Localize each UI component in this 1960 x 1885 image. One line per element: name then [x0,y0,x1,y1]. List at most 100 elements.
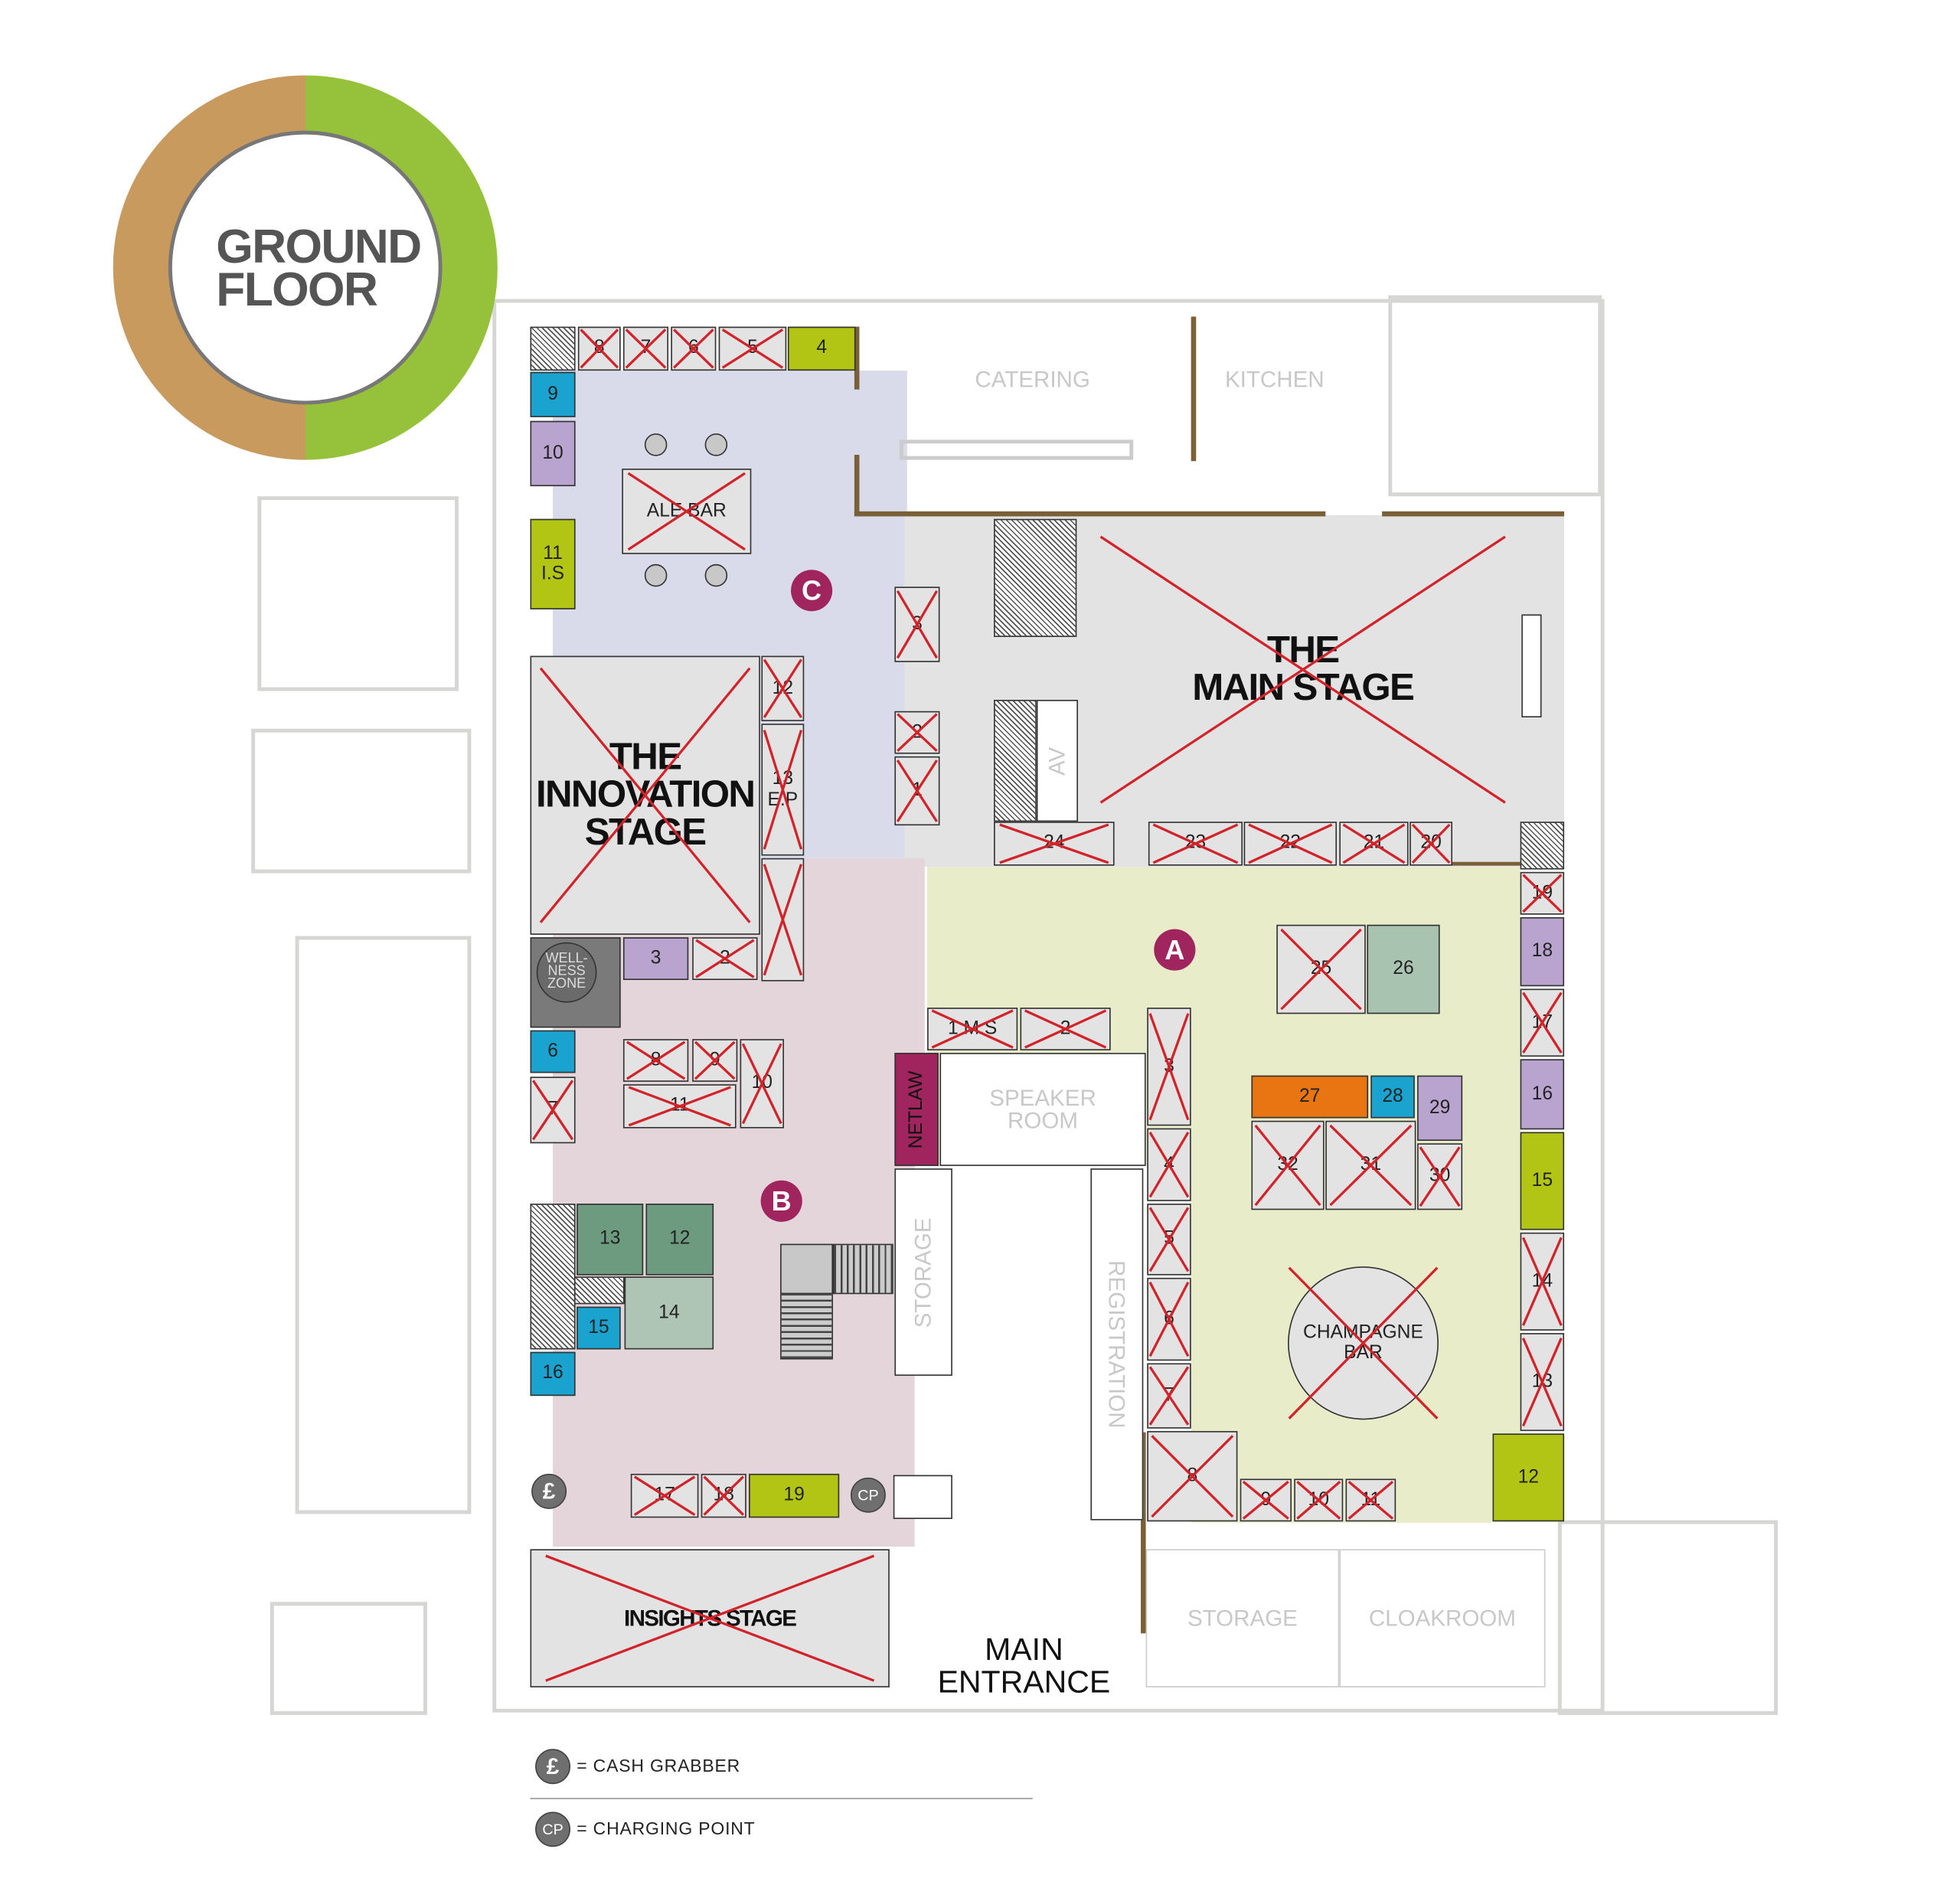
cross-line [897,591,936,658]
cross-line [695,1042,734,1079]
main-entrance-label: MAIN ENTRANCE [937,1632,1111,1700]
stand-b18: 18 [701,1473,746,1518]
cross-line [723,329,783,368]
stand-label: CHAMPAGNE BAR [1303,1321,1423,1364]
stand-c8: 8 [577,326,621,371]
building-outline [492,299,1605,1713]
stand-c4: 4 [787,326,856,371]
stand-c9: 9 [530,371,576,417]
cross-out-mark [702,1475,745,1517]
cross-line [626,329,665,368]
kitchen-label: KITCHEN [1224,367,1325,392]
wall [1141,1432,1146,1634]
hatched-column [573,1276,625,1305]
cross-line [1150,1207,1188,1271]
legend-cash-text: = CASH GRABBER [577,1755,741,1776]
cross-out-mark [1327,1122,1415,1208]
stand-label: 3 [650,946,662,969]
cross-line [1243,1482,1289,1518]
stand-b9: 9 [692,1039,738,1082]
stand-a11: 11 [1345,1478,1396,1522]
cross-out-mark [625,328,668,369]
cross-out-mark [720,328,785,369]
cross-line [1349,1482,1393,1518]
cross-out-mark [1083,525,1523,814]
stand-a17: 17 [1520,988,1565,1057]
cross-line [764,864,801,975]
stand-a1ms: 1 M.S [927,1008,1018,1050]
stand-a2top: 2 [1020,1008,1111,1050]
stage-fixture [1521,614,1542,718]
cross-line [546,1556,874,1681]
cross-out-mark [531,1550,888,1686]
cross-out-mark [1241,1480,1290,1521]
av-booth: AV [1036,700,1078,822]
stand-label: 10 [542,442,564,464]
speaker-room-label: SPEAKER ROOM [989,1085,1096,1134]
cross-out-mark [531,1078,574,1142]
stand-label: 16 [542,1362,564,1384]
stand-label: 12 [669,1227,691,1250]
stand-a13: 13 [1520,1333,1565,1432]
cross-line [1523,993,1561,1054]
stand-b10: 10 [740,1039,784,1129]
cross-line [1420,1147,1459,1206]
cross-line [1153,825,1237,863]
stand-a19: 19 [1520,871,1565,915]
stand-b16: 16 [530,1351,576,1397]
cross-out-mark [1148,1205,1190,1274]
storage-label: STORAGE [1187,1606,1298,1632]
stand-a31: 31 [1325,1120,1416,1210]
cross-line [1150,1282,1188,1357]
stand-a21: 21 [1339,822,1409,866]
bar-stool [644,564,668,587]
catering-label: CATERING [975,367,1090,392]
cross-out-mark [1148,1129,1190,1200]
cross-out-mark [741,1041,782,1127]
stand-a25: 25 [1276,924,1366,1014]
cross-out-mark [1341,823,1407,864]
stand-label: 26 [1393,957,1414,979]
hatched-column [994,518,1077,637]
stand-label: 12 [1517,1465,1539,1488]
stand-label: 14 [658,1301,680,1323]
hatched-column [530,1204,576,1350]
cross-line [897,760,936,822]
cross-line [1330,1125,1411,1205]
cross-out-mark [580,328,620,369]
stand-a16: 16 [1520,1059,1565,1130]
cross-line [704,1477,743,1515]
bar-stool [704,564,728,587]
stage-insights: INSIGHTS STAGE [530,1549,890,1687]
cross-out-mark [763,657,803,720]
stage-mainstage: THE MAIN STAGE [1083,525,1523,814]
cross-out-mark [1295,1480,1342,1521]
annex-outline [257,496,459,691]
stand-a7: 7 [1147,1363,1191,1429]
cross-line [1289,1268,1438,1419]
cross-out-mark [929,1009,1017,1050]
cross-out-mark [1253,1122,1323,1208]
cross-out-mark [1521,873,1563,913]
cross-line [1256,1125,1321,1205]
stand-a15: 15 [1520,1132,1565,1230]
stand-a14: 14 [1520,1232,1565,1331]
stand-b8: 8 [622,1039,689,1082]
stand-c6: 6 [671,326,717,371]
stand-label: 13 E.P [767,767,799,810]
cross-line [1343,825,1404,863]
catering-counter [899,439,1134,460]
stand-a26: 26 [1367,924,1440,1014]
cross-out-mark [1521,1233,1563,1329]
cross-out-mark [763,725,803,854]
legend-cash-icon: £ [535,1749,571,1785]
stand-netlaw: NETLAW [894,1053,939,1166]
stand-label: 4 [816,337,828,359]
cash-grabber-icon: £ [531,1473,567,1509]
cross-line [627,1042,684,1079]
stand-a10: 10 [1294,1478,1344,1522]
stand-label: 6 [547,1040,558,1062]
charging-point-icon: CP [850,1477,886,1513]
bar-stool [704,433,728,456]
